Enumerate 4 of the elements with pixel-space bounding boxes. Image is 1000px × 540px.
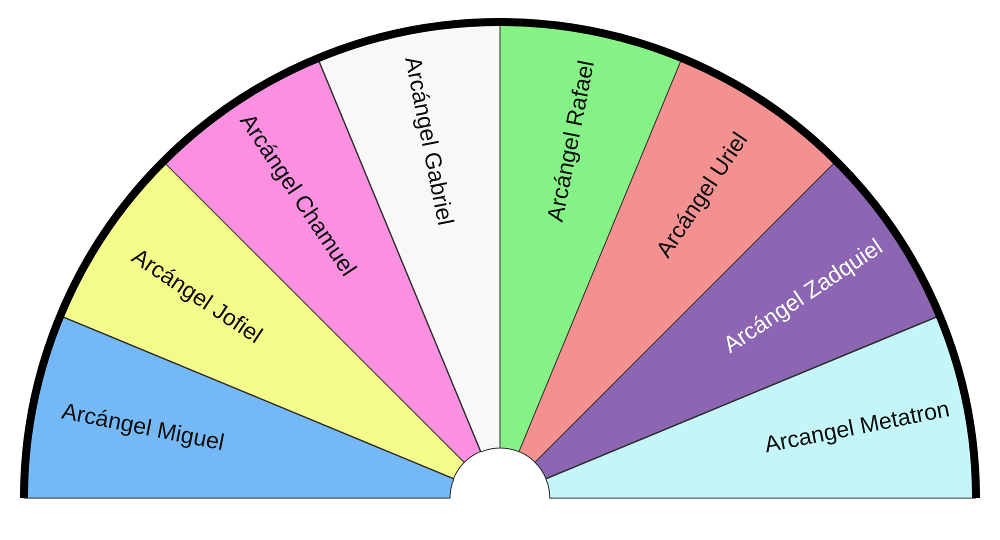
sector-label: Arcángel Rafael <box>542 58 600 224</box>
sector-label: Arcangel Metatron <box>762 396 952 458</box>
sector-label: Arcángel Miguel <box>60 398 226 456</box>
sector-label: Arcángel Gabriel <box>400 54 458 228</box>
